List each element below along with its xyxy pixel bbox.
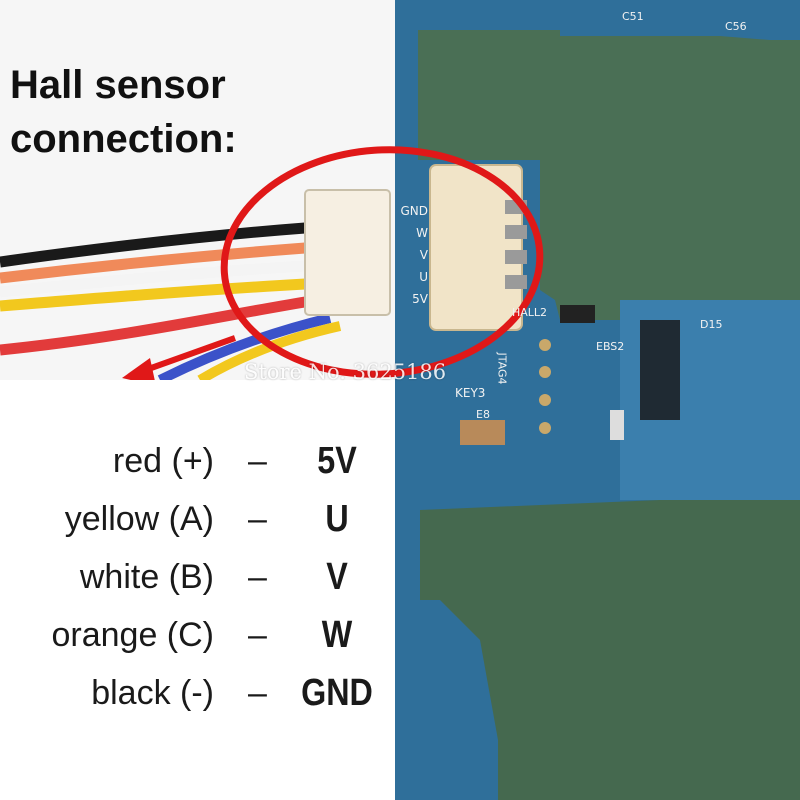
mapping-separator: – <box>248 558 267 596</box>
mapping-row: red (+) – 5V <box>0 432 392 490</box>
connector-pad-labels: GND W V U 5V <box>398 200 428 310</box>
silkscreen-c56: C56 <box>725 20 747 33</box>
pad-label-u: U <box>419 270 428 284</box>
silkscreen-hall2: HALL2 <box>512 306 548 319</box>
mapping-row: orange (C) – W <box>0 606 392 664</box>
silkscreen-ebs2: EBS2 <box>596 340 625 353</box>
pin-label: U <box>325 498 349 540</box>
mapping-separator: – <box>248 442 267 480</box>
mapping-separator: – <box>248 500 267 538</box>
foam-pad-bottom <box>420 490 800 800</box>
arrow-icon <box>122 335 237 386</box>
pad-label-v: V <box>419 248 428 262</box>
legend-panel <box>0 380 395 800</box>
silkscreen-d15: D15 <box>700 318 723 331</box>
headline-line-1: Hall sensor <box>10 63 226 107</box>
wire-label: yellow (A) <box>64 500 214 538</box>
pin-label: W <box>321 614 353 656</box>
pad-label-5v: 5V <box>412 292 428 306</box>
pin-label: 5V <box>317 440 357 482</box>
headline: Hall sensor connection: <box>10 58 237 166</box>
pin-mapping-legend: red (+) – 5V yellow (A) – U white (B) – … <box>0 432 392 722</box>
pin-label: GND <box>301 672 373 714</box>
foam-pad-top <box>418 30 800 320</box>
wire-label: orange (C) <box>51 616 214 654</box>
wire-label: white (B) <box>79 558 214 596</box>
wire-plug <box>304 189 391 316</box>
wire-label: black (-) <box>91 674 214 712</box>
pad-label-gnd: GND <box>400 204 428 218</box>
wire-label: red (+) <box>112 442 214 480</box>
silkscreen-c51: C51 <box>622 10 644 23</box>
mapping-separator: – <box>248 674 267 712</box>
mapping-separator: – <box>248 616 267 654</box>
pin-label: V <box>326 556 348 598</box>
mapping-row: white (B) – V <box>0 548 392 606</box>
mapping-row: black (-) – GND <box>0 664 392 722</box>
capacitor <box>460 420 505 445</box>
wire-bundle <box>0 222 342 385</box>
mapping-row: yellow (A) – U <box>0 490 392 548</box>
silkscreen-jtag4: JTAG4 <box>495 352 509 385</box>
silkscreen-key3: KEY3 <box>455 386 486 400</box>
silkscreen-e8: E8 <box>476 408 490 421</box>
pad-label-w: W <box>416 226 428 240</box>
highlight-circle <box>220 146 544 378</box>
headline-line-2: connection: <box>10 117 237 161</box>
store-watermark: Store No. 3625186 <box>244 360 447 384</box>
